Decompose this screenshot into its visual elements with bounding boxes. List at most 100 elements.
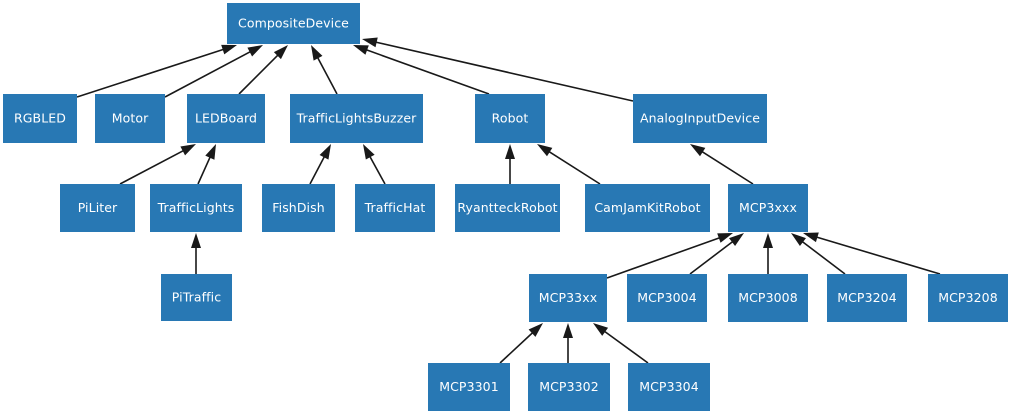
edge-camjamkitrobot-to-robot — [537, 144, 601, 185]
edge-mcp3208-to-mcp3xxx — [803, 232, 941, 275]
edge-robot-to-compositedevice — [353, 45, 490, 95]
class-node-camjamkitrobot[interactable]: CamJamKitRobot — [585, 184, 710, 232]
class-node-mcp3301[interactable]: MCP3301 — [428, 363, 510, 411]
edge-line — [368, 155, 386, 185]
class-node-piliter[interactable]: PiLiter — [60, 184, 135, 232]
class-node-label: TrafficHat — [364, 200, 426, 215]
class-node-box[interactable] — [528, 363, 610, 411]
class-node-label: CamJamKitRobot — [594, 200, 700, 215]
class-node-box[interactable] — [60, 184, 135, 232]
class-node-box[interactable] — [628, 363, 710, 411]
class-node-rgbled[interactable]: RGBLED — [3, 94, 77, 143]
edge-mcp33xx-to-mcp3xxx — [606, 233, 733, 279]
arrowhead-icon — [363, 144, 375, 160]
edge-line — [603, 329, 649, 364]
edge-line — [689, 240, 735, 275]
class-node-box[interactable] — [95, 94, 165, 143]
class-node-pitraffic[interactable]: PiTraffic — [161, 274, 232, 321]
class-node-compositedevice[interactable]: CompositeDevice — [227, 3, 360, 44]
class-node-mcp3008[interactable]: MCP3008 — [728, 274, 808, 322]
edge-line — [164, 50, 252, 98]
class-node-box[interactable] — [475, 94, 545, 143]
class-node-ledboard[interactable]: LEDBoard — [187, 94, 265, 143]
class-node-mcp33xx[interactable]: MCP33xx — [529, 274, 607, 322]
edge-ryantteckrobot-to-robot — [505, 144, 515, 184]
class-node-label: PiLiter — [78, 200, 118, 215]
arrowhead-icon — [563, 323, 573, 338]
class-node-trafficlightsbuzzer[interactable]: TrafficLightsBuzzer — [290, 94, 423, 143]
arrowhead-icon — [191, 233, 201, 248]
class-node-label: RGBLED — [14, 111, 66, 126]
edge-line — [364, 48, 490, 95]
class-node-box[interactable] — [585, 184, 710, 232]
class-node-analoginputdevice[interactable]: AnalogInputDevice — [633, 94, 767, 143]
class-node-label: Robot — [492, 111, 529, 126]
class-node-label: MCP3004 — [637, 290, 697, 305]
arrowhead-icon — [717, 233, 733, 243]
class-node-mcp3204[interactable]: MCP3204 — [827, 274, 907, 322]
edge-fishdish-to-trafficlightsbuzzer — [309, 144, 331, 185]
edge-ledboard-to-compositedevice — [238, 45, 288, 95]
class-node-box[interactable] — [161, 274, 232, 321]
class-node-mcp3302[interactable]: MCP3302 — [528, 363, 610, 411]
class-node-box[interactable] — [455, 184, 560, 232]
arrowhead-icon — [221, 44, 237, 55]
class-node-ryantteckrobot[interactable]: RyantteckRobot — [455, 184, 560, 232]
arrowhead-icon — [319, 144, 331, 160]
arrowhead-icon — [180, 144, 196, 156]
class-node-traffichat[interactable]: TrafficHat — [355, 184, 435, 232]
edge-mcp3304-to-mcp33xx — [593, 323, 649, 364]
class-node-box[interactable] — [827, 274, 907, 322]
class-node-mcp3208[interactable]: MCP3208 — [928, 274, 1008, 322]
arrowhead-icon — [362, 37, 378, 48]
class-node-label: MCP3xxx — [739, 200, 797, 215]
class-node-box[interactable] — [627, 274, 707, 322]
class-node-mcp3xxx[interactable]: MCP3xxx — [728, 184, 808, 232]
class-node-box[interactable] — [290, 94, 423, 143]
edge-pitraffic-to-trafficlights — [191, 233, 201, 274]
class-node-box[interactable] — [633, 94, 767, 143]
class-node-box[interactable] — [728, 184, 808, 232]
class-node-box[interactable] — [3, 94, 77, 143]
class-node-box[interactable] — [150, 184, 242, 232]
arrowhead-icon — [353, 45, 369, 55]
arrowhead-icon — [311, 45, 323, 61]
class-node-label: MCP3204 — [837, 290, 897, 305]
class-node-box[interactable] — [227, 3, 360, 44]
class-node-box[interactable] — [428, 363, 510, 411]
arrowhead-icon — [205, 144, 216, 160]
class-node-label: MCP3008 — [738, 290, 798, 305]
class-node-motor[interactable]: Motor — [95, 94, 165, 143]
edge-line — [119, 149, 185, 185]
class-node-box[interactable] — [529, 274, 607, 322]
class-node-label: TrafficLightsBuzzer — [296, 111, 418, 126]
class-node-box[interactable] — [262, 184, 335, 232]
class-node-label: LEDBoard — [195, 111, 257, 126]
class-node-fishdish[interactable]: FishDish — [262, 184, 335, 232]
class-node-trafficlights[interactable]: TrafficLights — [150, 184, 242, 232]
arrowhead-icon — [690, 144, 706, 157]
edges-layer — [76, 37, 941, 364]
edge-motor-to-compositedevice — [164, 45, 263, 98]
class-node-mcp3304[interactable]: MCP3304 — [628, 363, 710, 411]
class-node-box[interactable] — [187, 94, 265, 143]
class-node-label: TrafficLights — [157, 200, 235, 215]
edge-line — [309, 155, 326, 185]
class-node-box[interactable] — [928, 274, 1008, 322]
edge-mcp3301-to-mcp33xx — [499, 323, 543, 364]
edge-analoginputdevice-to-compositedevice — [362, 37, 634, 102]
class-node-mcp3004[interactable]: MCP3004 — [627, 274, 707, 322]
class-node-label: MCP3302 — [539, 379, 599, 394]
class-node-label: CompositeDevice — [238, 16, 349, 31]
class-node-box[interactable] — [728, 274, 808, 322]
edge-mcp3xxx-to-analoginputdevice — [690, 144, 754, 185]
edge-mcp3004-to-mcp3xxx — [689, 233, 744, 275]
class-node-robot[interactable]: Robot — [475, 94, 545, 143]
edge-traffichat-to-trafficlightsbuzzer — [363, 144, 386, 185]
edge-trafficlightsbuzzer-to-compositedevice — [311, 45, 338, 95]
class-node-label: MCP3304 — [639, 379, 699, 394]
class-node-label: Motor — [112, 111, 149, 126]
class-node-box[interactable] — [355, 184, 435, 232]
